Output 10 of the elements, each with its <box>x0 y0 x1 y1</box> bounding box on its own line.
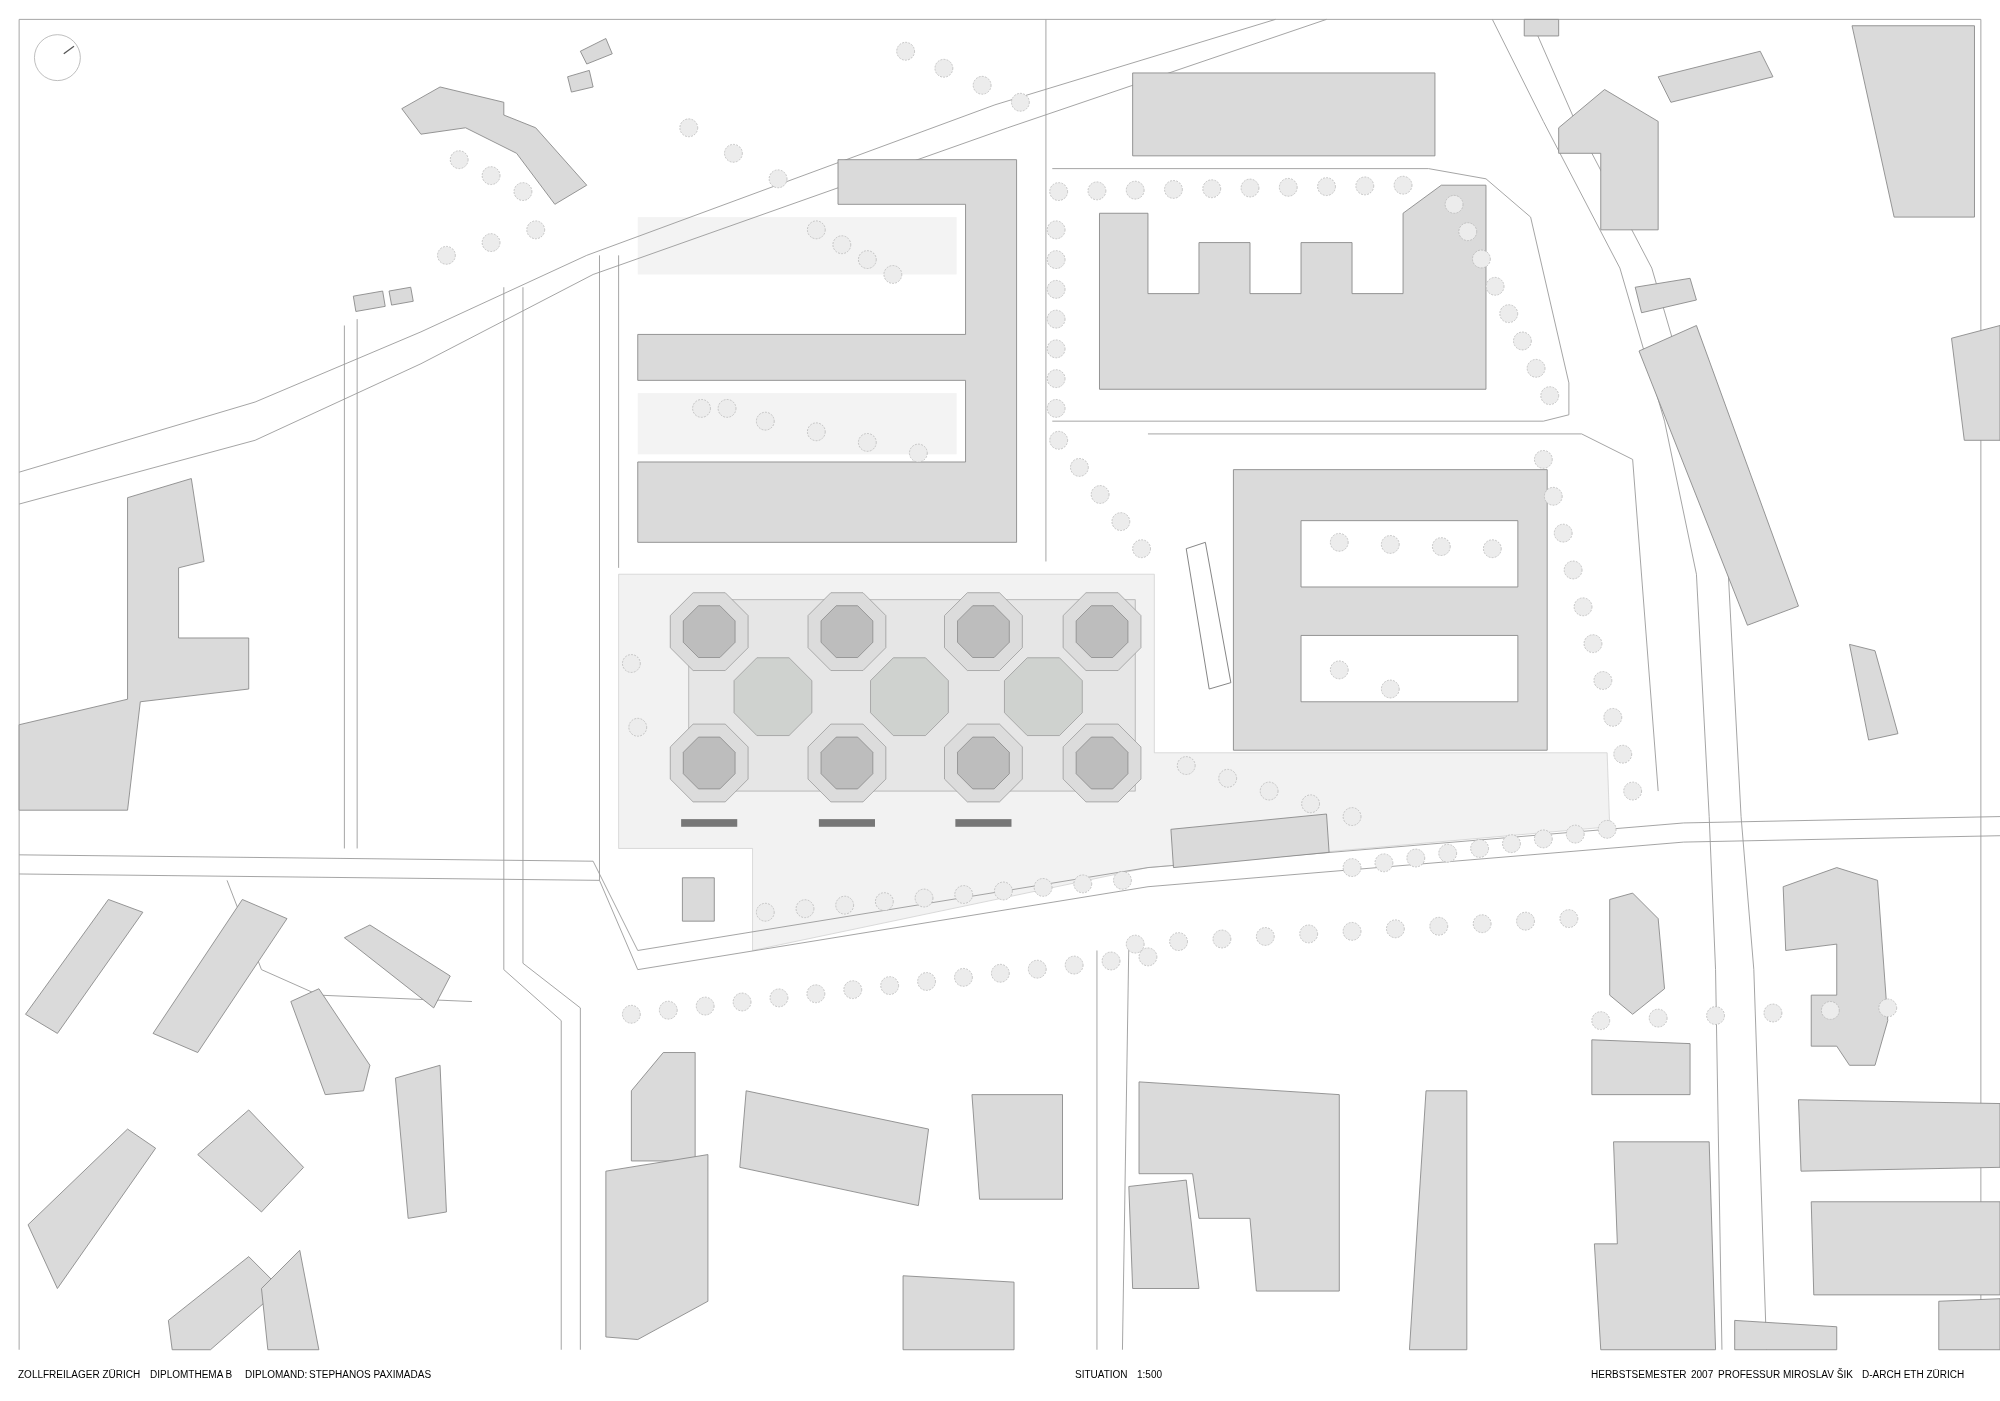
footer-text: STEPHANOS PAXIMADAS <box>309 1369 432 1381</box>
footer-text: PROFESSUR MIROSLAV ŠIK <box>1718 1369 1853 1381</box>
footer-text: ZOLLFREILAGER ZÜRICH <box>18 1369 141 1381</box>
footer-text: 1:500 <box>1137 1369 1163 1381</box>
footer-text: DIPLOMTHEMA B <box>150 1369 233 1381</box>
footer-text: DIPLOMAND: <box>245 1369 308 1381</box>
footer-text: SITUATION <box>1075 1369 1128 1381</box>
footer-text: D-ARCH ETH ZÜRICH <box>1862 1369 1965 1381</box>
footer-text: 2007 <box>1691 1369 1714 1381</box>
footer-text: HERBSTSEMESTER <box>1591 1369 1687 1381</box>
